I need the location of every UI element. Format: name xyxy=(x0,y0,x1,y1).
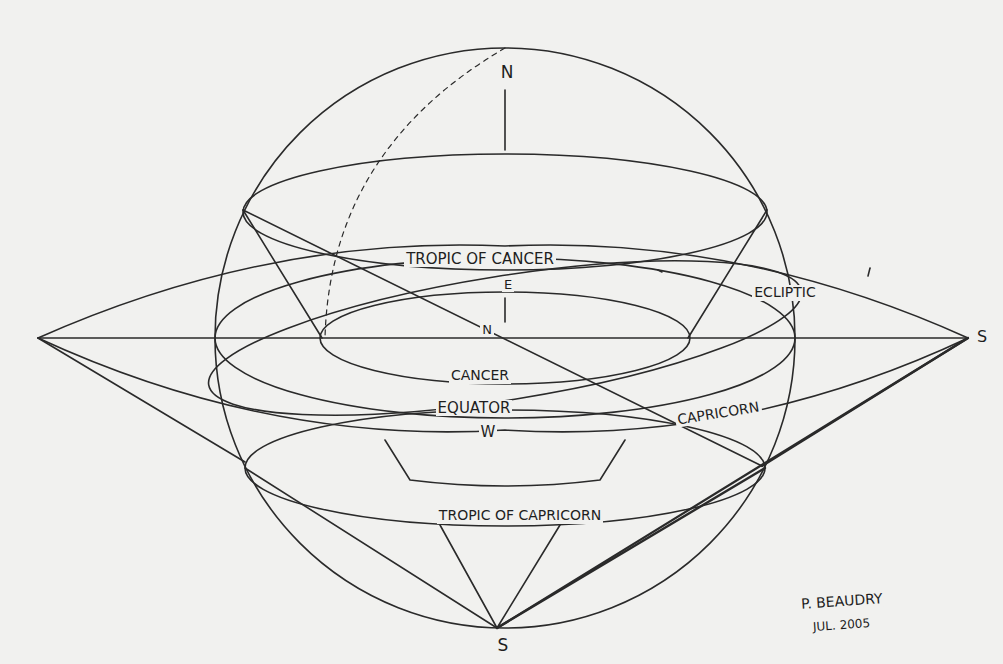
circle-label: CANCER xyxy=(449,368,511,383)
tick-mark xyxy=(658,270,662,272)
circle-label: TROPIC OF CANCER xyxy=(404,251,556,268)
signature: P. BEAUDRY xyxy=(799,591,885,612)
point-letter: S xyxy=(975,328,989,346)
center-letter: N xyxy=(480,323,494,337)
circle-label: CAPRICORN xyxy=(674,400,762,429)
cone-line xyxy=(245,468,497,628)
circle-label: EQUATOR xyxy=(436,400,513,417)
pole-letter: N xyxy=(499,63,516,82)
cone-line xyxy=(440,525,497,628)
point-letter: W xyxy=(479,424,498,441)
side-line xyxy=(497,338,968,628)
axis-line xyxy=(243,210,762,466)
tropic-capricorn-circle xyxy=(245,410,765,526)
cancer-ellipse xyxy=(320,292,690,384)
ecliptic-ellipse xyxy=(199,230,811,446)
signature-date: JUL. 2005 xyxy=(811,617,873,634)
circle-label: ECLIPTIC xyxy=(752,285,817,300)
point-letter: E xyxy=(502,278,514,292)
tick-mark xyxy=(868,268,870,276)
meridian-arc xyxy=(325,48,505,338)
horizon-upper xyxy=(38,245,968,338)
side-line xyxy=(38,338,245,462)
circle-label: TROPIC OF CAPRICORN xyxy=(437,508,603,523)
cone-line xyxy=(497,525,560,628)
pole-line xyxy=(504,90,506,150)
tropic-cancer-circle xyxy=(243,154,767,270)
pole-line xyxy=(504,298,506,322)
equator-ellipse xyxy=(215,258,795,418)
lower-cup xyxy=(385,440,625,486)
pole-letter: S xyxy=(496,636,511,655)
cone-line xyxy=(688,210,767,338)
